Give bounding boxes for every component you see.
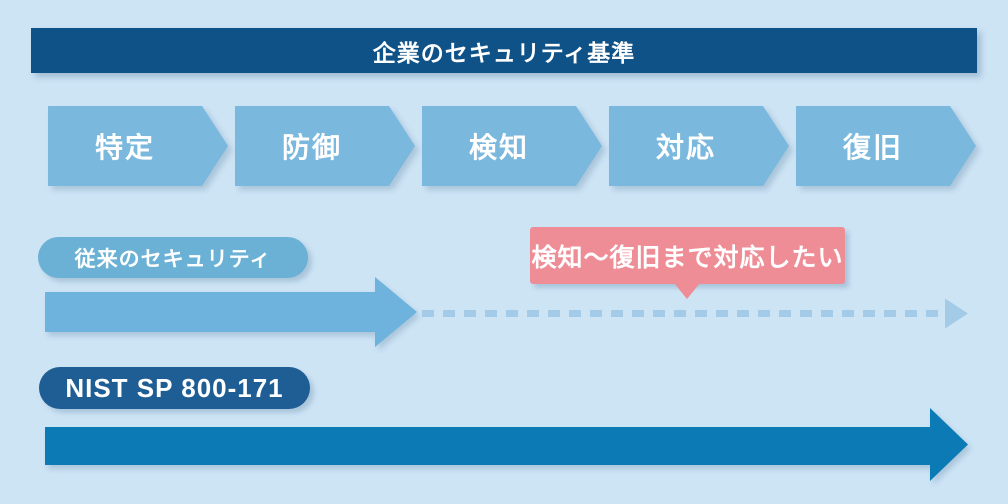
title-bar: 企業のセキュリティ基準 (31, 28, 977, 73)
stage-label: 特定 (94, 132, 155, 163)
stage-label: 復旧 (842, 132, 903, 163)
stage-chevron-detect: 検知 (422, 106, 602, 186)
diagram-title: 企業のセキュリティ基準 (372, 39, 636, 66)
future-coverage-dashed-arrow-icon (422, 298, 968, 329)
stage-chevron-recover: 復旧 (796, 106, 976, 186)
chevron-shape: 対応 (609, 106, 789, 186)
nist-coverage-arrow-icon (45, 408, 968, 481)
chevron-shape: 特定 (48, 106, 228, 186)
stage-chevron-identify: 特定 (48, 106, 228, 186)
traditional-security-pill: 従来のセキュリティ (38, 237, 308, 278)
nist-sp-800-171-pill: NIST SP 800-171 (39, 367, 310, 409)
goal-callout: 検知〜復旧まで対応したい (530, 227, 845, 284)
stage-label: 対応 (655, 132, 716, 163)
stage-chevron-respond: 対応 (609, 106, 789, 186)
stage-label: 検知 (468, 132, 529, 163)
goal-callout-label: 検知〜復旧まで対応したい (531, 243, 844, 272)
chevron-shape: 防御 (235, 106, 415, 186)
stage-label: 防御 (281, 132, 342, 163)
chevron-shape: 検知 (422, 106, 602, 186)
nist-label: NIST SP 800-171 (65, 372, 284, 403)
chevron-shape: 復旧 (796, 106, 976, 186)
traditional-security-label: 従来のセキュリティ (74, 247, 272, 271)
traditional-coverage-arrow-icon (45, 277, 417, 347)
callout-tail (674, 283, 700, 299)
stage-chevron-protect: 防御 (235, 106, 415, 186)
